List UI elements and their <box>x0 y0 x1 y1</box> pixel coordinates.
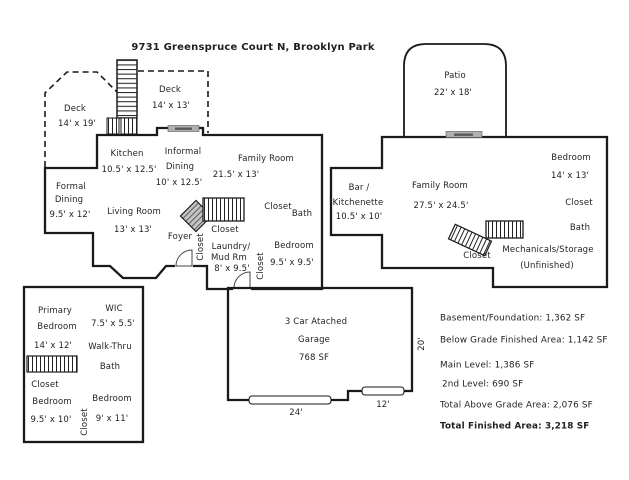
kitchen-dims: 10.5' x 12.5' <box>101 164 157 175</box>
bar-kitchenette-label-2: Kitchenette <box>332 197 384 208</box>
basement-walls <box>329 135 609 289</box>
garage-plan <box>226 286 414 405</box>
basement-bedroom-dims: 14' x 13' <box>550 170 590 181</box>
wic-dims: 7.5' x 5.5' <box>91 318 135 329</box>
patio-dims: 22' x 18' <box>433 87 473 98</box>
living-room-label: Living Room <box>107 206 161 217</box>
deck-left-dims: 14' x 19' <box>57 118 97 129</box>
deck-left-outline <box>44 71 118 167</box>
garage-label-1: 3 Car Atached <box>284 316 348 327</box>
deck-stairs-icon <box>106 59 138 135</box>
informal-dining-label-1: Informal <box>164 146 202 157</box>
garage-door2-dim: 12' <box>376 399 390 410</box>
second-closet-label: Closet <box>31 379 59 390</box>
second-level-walls <box>22 285 145 444</box>
area-second-level: 2nd Level: 690 SF <box>442 379 524 390</box>
formal-dining-label-2: Dining <box>54 194 84 205</box>
garage-width-dim: 24' <box>289 407 303 418</box>
deck-left-label: Deck <box>64 103 86 114</box>
deck-right-label: Deck <box>159 84 181 95</box>
area-main-level: Main Level: 1,386 SF <box>440 360 535 371</box>
main-level-plan <box>43 59 324 292</box>
family-room-label: Family Room <box>238 153 294 164</box>
informal-dining-label-2: Dining <box>165 161 195 172</box>
stairs-closet-label: Closet <box>211 224 239 235</box>
basement-stairs-icon <box>447 220 524 257</box>
basement-bath-label: Bath <box>569 222 591 233</box>
main-bedroom-label: Bedroom <box>274 240 314 251</box>
basement-stairs-closet-label: Closet <box>463 250 491 261</box>
wic-label: WIC <box>105 303 123 314</box>
area-total-above-grade: Total Above Grade Area: 2,076 SF <box>440 400 593 411</box>
formal-dining-label-1: Formal <box>56 181 86 192</box>
walk-thru-bath-label-1: Walk-Thru <box>88 341 132 352</box>
family-room-dims: 21.5' x 13' <box>212 169 260 180</box>
living-room-dims: 13' x 13' <box>113 224 153 235</box>
mechanicals-label-1: Mechanicals/Storage <box>502 244 594 255</box>
closet-hatch-icon <box>26 355 78 373</box>
laundry-dims: 8' x 9.5' <box>214 263 250 274</box>
patio-label: Patio <box>444 70 466 81</box>
garage-door-24-icon <box>248 395 332 405</box>
primary-bedroom-dims: 14' x 12' <box>33 340 73 351</box>
foyer-closet-label: Closet <box>195 233 206 261</box>
basement-bedroom-label: Bedroom <box>551 152 591 163</box>
primary-bedroom-label-2: Bedroom <box>37 321 77 332</box>
garage-depth-dim: 20' <box>416 337 427 351</box>
kitchen-label: Kitchen <box>110 148 144 159</box>
bedroom-right-label: Bedroom <box>92 393 132 404</box>
sliding-door-icon <box>167 125 200 132</box>
patio-door-icon <box>445 131 483 138</box>
informal-dining-dims: 10' x 12.5' <box>155 177 203 188</box>
deck-right-outline <box>138 70 209 133</box>
formal-dining-dims: 9.5' x 12' <box>49 209 91 220</box>
deck-right-dims: 14' x 13' <box>151 100 191 111</box>
second-level-plan <box>22 285 145 444</box>
basement-family-room-dims: 27.5' x 24.5' <box>413 200 469 211</box>
laundry-label-1: Laundry/ <box>211 241 251 252</box>
area-basement-foundation: Basement/Foundation: 1,362 SF <box>440 313 586 324</box>
bar-kitchenette-label-1: Bar / <box>348 182 370 193</box>
mechanicals-label-2: (Unfinished) <box>520 260 574 271</box>
main-level-walls <box>43 126 324 291</box>
foyer-label: Foyer <box>167 231 193 242</box>
laundry-closet-label: Closet <box>255 252 266 280</box>
garage-walls <box>226 286 414 402</box>
main-bedroom-dims: 9.5' x 9.5' <box>270 257 314 268</box>
walk-thru-bath-label-2: Bath <box>99 361 121 372</box>
garage-door-12-icon <box>361 386 405 396</box>
area-total-finished: Total Finished Area: 3,218 SF <box>440 421 590 432</box>
main-stairs-icon <box>179 197 245 233</box>
main-closet-label: Closet <box>264 201 292 212</box>
plan-title: 9731 Greenspruce Court N, Brooklyn Park <box>131 42 375 53</box>
second-closet-vert-label: Closet <box>79 408 90 436</box>
bar-kitchenette-dims: 10.5' x 10' <box>335 211 383 222</box>
bedroom-left-dims: 9.5' x 10' <box>30 414 72 425</box>
basement-closet-label: Closet <box>565 197 593 208</box>
basement-family-room-label: Family Room <box>412 180 468 191</box>
area-below-grade: Below Grade Finished Area: 1,142 SF <box>440 335 608 346</box>
bedroom-left-label: Bedroom <box>32 396 72 407</box>
front-door-icon <box>175 249 193 269</box>
main-bath-label: Bath <box>291 208 313 219</box>
basement-plan <box>329 43 609 289</box>
patio-outline <box>403 43 507 136</box>
laundry-label-2: Mud Rm <box>211 252 247 263</box>
garage-label-2: Garage <box>297 334 331 345</box>
primary-bedroom-label-1: Primary <box>38 305 72 316</box>
garage-label-3: 768 SF <box>298 352 330 363</box>
bedroom-right-dims: 9' x 11' <box>95 413 129 424</box>
